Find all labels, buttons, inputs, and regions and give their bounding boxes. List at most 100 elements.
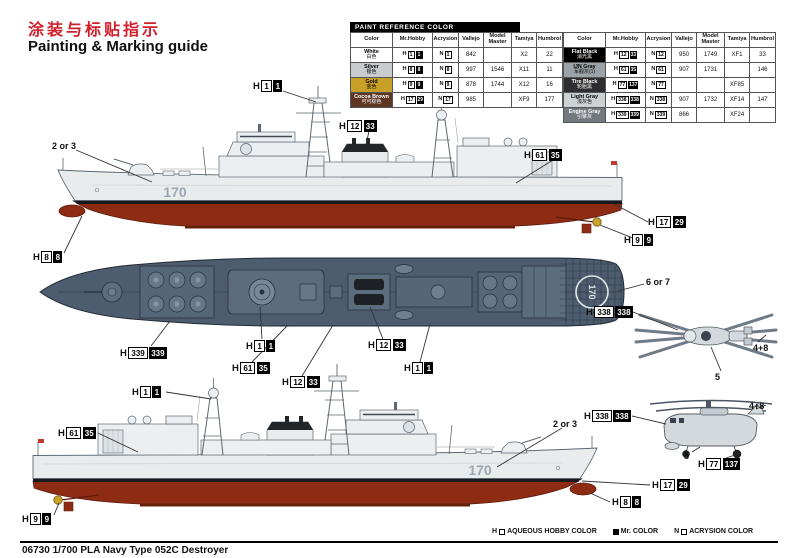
paint-reference-table: PAINT REFERENCE COLOR Color Mr.Hobby Acr… <box>350 22 776 123</box>
decal-label-5-top: 5 <box>715 372 721 382</box>
col-header-vallejo: Vallejo <box>672 33 697 48</box>
model-master-cell <box>697 78 725 93</box>
humbrol-cell: 11 <box>537 63 563 78</box>
col-header-acrysion: Acrysion <box>646 33 672 48</box>
humbrol-cell: 147 <box>750 93 776 108</box>
col-header-tamiya: Tamiya <box>512 33 537 48</box>
model-master-cell: 1546 <box>484 63 512 78</box>
paint-table-right-grid: Color Mr.Hobby Acrysion Vallejo Model Ma… <box>563 32 776 123</box>
humbrol-cell: 22 <box>537 48 563 63</box>
humbrol-cell: 33 <box>750 48 776 63</box>
model-master-cell: 1749 <box>697 48 725 63</box>
empty-box-icon <box>499 528 506 535</box>
decal-label-5-side: 5 <box>684 451 690 461</box>
hull-number-top: 170 <box>163 184 187 200</box>
humbrol-cell <box>750 78 776 93</box>
tamiya-cell: XF14 <box>725 93 750 108</box>
vallejo-cell: 907 <box>672 63 697 78</box>
humbrol-cell <box>750 108 776 123</box>
leader-lines <box>53 90 767 516</box>
model-master-cell <box>697 108 725 123</box>
paint-table-title: PAINT REFERENCE COLOR <box>350 22 520 32</box>
decal-label-2or3-bottom: 2 or 3 <box>553 419 578 429</box>
footer-divider <box>20 541 778 543</box>
model-master-cell <box>484 93 512 108</box>
col-header-mrhobby: Mr.Hobby <box>606 33 646 48</box>
vallejo-cell: 866 <box>672 108 697 123</box>
tamiya-cell <box>725 63 750 78</box>
col-header-color: Color <box>351 33 393 48</box>
vallejo-cell: 842 <box>459 48 484 63</box>
decal-label-4plus8-top: 4+8 <box>753 343 769 353</box>
humbrol-cell: 177 <box>537 93 563 108</box>
vallejo-cell: 950 <box>672 48 697 63</box>
product-title: 06730 1/700 PLA Navy Type 052C Destroyer <box>22 545 229 556</box>
tamiya-cell: XF24 <box>725 108 750 123</box>
col-header-color: Color <box>564 33 606 48</box>
col-header-humbrol: Humbrol <box>750 33 776 48</box>
legend-mr-color: Mr. COLOR <box>612 528 658 535</box>
model-master-cell: 1732 <box>697 93 725 108</box>
col-header-mrhobby: Mr.Hobby <box>393 33 433 48</box>
tamiya-cell: X12 <box>512 78 537 93</box>
model-master-cell: 1744 <box>484 78 512 93</box>
empty-box-icon <box>681 528 688 535</box>
tamiya-cell: XF1 <box>725 48 750 63</box>
humbrol-cell: 16 <box>537 78 563 93</box>
decal-label-4plus8-side: 4+8 <box>749 401 765 411</box>
tamiya-cell: X11 <box>512 63 537 78</box>
page-title-english: Painting & Marking guide <box>28 38 209 55</box>
col-header-humbrol: Humbrol <box>537 33 563 48</box>
vallejo-cell: 985 <box>459 93 484 108</box>
humbrol-cell: 146 <box>750 63 776 78</box>
vallejo-cell: 997 <box>459 63 484 78</box>
vallejo-cell: 878 <box>459 78 484 93</box>
decal-label-6or7: 6 or 7 <box>646 277 671 287</box>
decal-label-2or3-top: 2 or 3 <box>52 141 77 151</box>
col-header-tamiya: Tamiya <box>725 33 750 48</box>
col-header-vallejo: Vallejo <box>459 33 484 48</box>
destroyer-top-view: 170 <box>39 257 625 327</box>
tamiya-cell: XF85 <box>725 78 750 93</box>
